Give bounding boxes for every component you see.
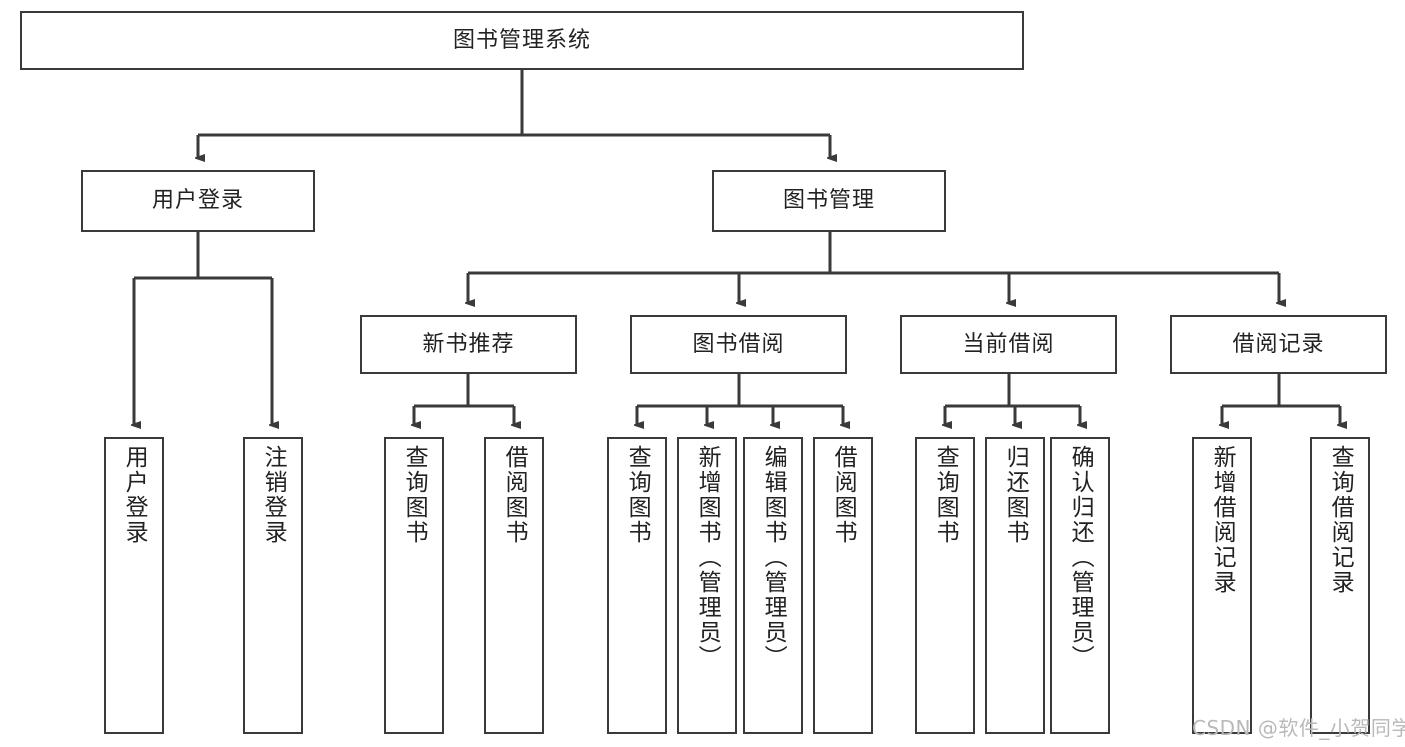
node-book-manage[interactable]: 图书管理 (712, 170, 946, 232)
leaf-return-book[interactable]: 归还图书 (985, 437, 1045, 734)
node-user-login[interactable]: 用户登录 (81, 170, 315, 232)
node-current-borrow-label: 当前借阅 (962, 331, 1055, 357)
node-borrow-record-label: 借阅记录 (1232, 331, 1325, 357)
leaf-borrow-book-2-label: 借阅图书 (830, 445, 857, 545)
leaf-add-book-admin-label: 新增图书（管理员） (694, 445, 721, 670)
leaf-add-borrow-record-label: 新增借阅记录 (1209, 445, 1236, 595)
watermark: CSDN @软件_小贺同学 (1192, 716, 1405, 740)
leaf-confirm-return-admin-label: 确认归还（管理员） (1067, 445, 1094, 670)
leaf-edit-book-admin[interactable]: 编辑图书（管理员） (743, 437, 803, 734)
node-book-manage-label: 图书管理 (782, 188, 875, 214)
leaf-borrow-book-1-label: 借阅图书 (501, 445, 528, 545)
node-borrow-record[interactable]: 借阅记录 (1170, 315, 1387, 374)
leaf-user-login[interactable]: 用户登录 (104, 437, 164, 734)
node-new-book-recommend[interactable]: 新书推荐 (360, 315, 577, 374)
leaf-query-borrow-record-label: 查询借阅记录 (1327, 445, 1354, 595)
leaf-return-book-label: 归还图书 (1002, 445, 1029, 545)
leaf-query-book-2[interactable]: 查询图书 (607, 437, 667, 734)
leaf-borrow-book-1[interactable]: 借阅图书 (484, 437, 544, 734)
node-root-label: 图书管理系统 (452, 27, 591, 53)
leaf-add-borrow-record[interactable]: 新增借阅记录 (1192, 437, 1252, 734)
node-new-book-recommend-label: 新书推荐 (422, 331, 515, 357)
leaf-edit-book-admin-label: 编辑图书（管理员） (760, 445, 787, 670)
leaf-query-book-3-label: 查询图书 (932, 445, 959, 545)
node-book-borrow[interactable]: 图书借阅 (630, 315, 847, 374)
leaf-query-book-3[interactable]: 查询图书 (915, 437, 975, 734)
leaf-query-book-2-label: 查询图书 (624, 445, 651, 545)
leaf-confirm-return-admin[interactable]: 确认归还（管理员） (1050, 437, 1110, 734)
leaf-logout-login-label: 注销登录 (260, 445, 287, 545)
node-user-login-label: 用户登录 (151, 188, 244, 214)
leaf-borrow-book-2[interactable]: 借阅图书 (813, 437, 873, 734)
node-root[interactable]: 图书管理系统 (20, 11, 1024, 70)
leaf-add-book-admin[interactable]: 新增图书（管理员） (677, 437, 737, 734)
leaf-query-book-1[interactable]: 查询图书 (384, 437, 444, 734)
leaf-query-book-1-label: 查询图书 (401, 445, 428, 545)
node-book-borrow-label: 图书借阅 (692, 331, 785, 357)
leaf-query-borrow-record[interactable]: 查询借阅记录 (1310, 437, 1370, 734)
node-current-borrow[interactable]: 当前借阅 (900, 315, 1117, 374)
leaf-logout-login[interactable]: 注销登录 (243, 437, 303, 734)
leaf-user-login-label: 用户登录 (121, 445, 148, 545)
